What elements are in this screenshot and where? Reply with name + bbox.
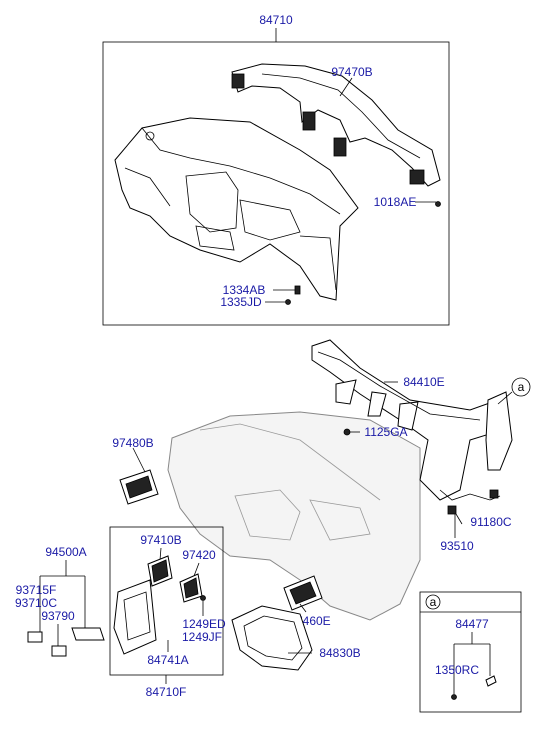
label-1335jd[interactable]: 1335JD bbox=[220, 295, 262, 309]
side-vent-97480b bbox=[119, 469, 159, 505]
crash-pad-group: 84710 97470B 1018AE 1334AB bbox=[102, 13, 450, 326]
leader-91180c bbox=[455, 513, 463, 525]
label-84477[interactable]: 84477 bbox=[455, 617, 489, 631]
label-84410e[interactable]: 84410E bbox=[403, 375, 444, 389]
label-97410b[interactable]: 97410B bbox=[140, 533, 181, 547]
label-1018ae[interactable]: 1018AE bbox=[374, 195, 417, 209]
lower-assembly-group: 84410E a 1125GA 97480B 91180C 93510 9450… bbox=[15, 339, 531, 699]
bolt-1125ga bbox=[343, 428, 351, 436]
label-97420[interactable]: 97420 bbox=[182, 548, 216, 562]
screw-1249 bbox=[200, 595, 206, 601]
switch-parts-94500a bbox=[27, 627, 105, 657]
label-93510[interactable]: 93510 bbox=[440, 539, 474, 553]
dashboard-ghost bbox=[167, 411, 421, 621]
detail-a-circle bbox=[425, 594, 441, 610]
clip-1334ab bbox=[294, 285, 301, 295]
label-97480b[interactable]: 97480B bbox=[112, 436, 153, 450]
air-duct-97470b bbox=[231, 63, 441, 187]
leader-97470b bbox=[339, 77, 353, 97]
label-1350rc[interactable]: 1350RC bbox=[435, 663, 479, 677]
cluster-fascia-84830b bbox=[231, 605, 313, 671]
crash-pad-body bbox=[114, 117, 359, 301]
leader-97460e bbox=[299, 603, 307, 613]
label-1249ed[interactable]: 1249ED bbox=[182, 617, 226, 631]
cowl-crossbar-84410e bbox=[311, 339, 513, 501]
center-vent-97410b bbox=[147, 555, 173, 587]
leader-97420 bbox=[193, 562, 200, 577]
callout-a-circle bbox=[511, 377, 531, 397]
label-97470b[interactable]: 97470B bbox=[331, 65, 372, 79]
label-1249jf[interactable]: 1249JF bbox=[182, 630, 222, 644]
bolt-1018ae bbox=[435, 201, 441, 207]
center-fascia-frame bbox=[109, 526, 224, 676]
detail-a-label[interactable]: a bbox=[430, 595, 437, 609]
label-1334ab[interactable]: 1334AB bbox=[223, 283, 266, 297]
screw-1335jd bbox=[285, 299, 291, 305]
label-94500a[interactable]: 94500A bbox=[45, 545, 86, 559]
wiring-91180c bbox=[439, 489, 501, 515]
leader-callout-a bbox=[497, 391, 513, 405]
label-93710c[interactable]: 93710C bbox=[15, 596, 57, 610]
label-84830b[interactable]: 84830B bbox=[319, 646, 360, 660]
center-vent-97420 bbox=[179, 573, 203, 603]
leader-97480b bbox=[132, 447, 147, 475]
detail-a-frame bbox=[419, 591, 522, 713]
label-84741a[interactable]: 84741A bbox=[147, 653, 188, 667]
label-84710[interactable]: 84710 bbox=[259, 13, 293, 27]
fasteners-84477 bbox=[451, 675, 497, 700]
label-93790[interactable]: 93790 bbox=[41, 609, 75, 623]
label-91180c[interactable]: 91180C bbox=[470, 515, 511, 529]
callout-a-main[interactable]: a bbox=[518, 380, 525, 394]
label-84710f[interactable]: 84710F bbox=[146, 685, 187, 699]
fascia-panel-84741a bbox=[113, 579, 157, 655]
side-vent-97460e bbox=[283, 575, 323, 611]
detail-a-group: a 84477 1350RC bbox=[419, 591, 522, 713]
label-1125ga[interactable]: 1125GA bbox=[364, 425, 407, 439]
label-93715f[interactable]: 93715F bbox=[16, 583, 57, 597]
leader-97410b bbox=[159, 547, 162, 561]
